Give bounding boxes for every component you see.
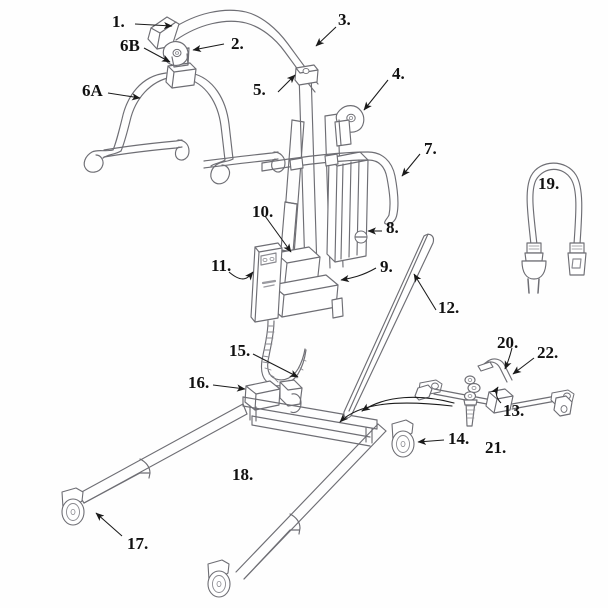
- callout-17: 17.: [127, 534, 149, 553]
- callout-15: 15.: [229, 341, 251, 360]
- bolt-washer-nut-hardware-kit: [463, 375, 481, 427]
- callout-9: 9.: [380, 257, 393, 276]
- callout-6a: 6A: [82, 81, 103, 100]
- callout-5: 5.: [253, 80, 266, 99]
- callout-14: 14.: [448, 429, 470, 448]
- callout-20: 20.: [497, 333, 519, 352]
- callout-1: 1.: [112, 12, 125, 31]
- callout-18: 18.: [232, 465, 254, 484]
- callout-16: 16.: [188, 373, 210, 392]
- callout-10: 10.: [252, 202, 274, 221]
- rear-caster-wheel: [391, 419, 415, 458]
- leg-spreader-linkage-arm: [414, 358, 575, 417]
- callout-2: 2.: [231, 34, 244, 53]
- callout-11: 11.: [211, 256, 232, 275]
- leader-lines: [95, 21, 535, 537]
- callout-4: 4.: [392, 64, 405, 83]
- spreader-bar-cradle: [83, 47, 286, 185]
- callout-13: 13.: [503, 401, 525, 420]
- base-frame-legs: [77, 379, 387, 580]
- power-supply-cord: [521, 162, 587, 294]
- mast-column: [294, 64, 369, 271]
- push-handle-bar: [261, 151, 399, 225]
- callout-7: 7.: [424, 139, 437, 158]
- callout-3: 3.: [338, 10, 351, 29]
- callout-22: 22.: [537, 343, 559, 362]
- callout-6b: 6B: [120, 36, 140, 55]
- hand-control-pendant: [250, 242, 283, 323]
- hand-control-coiled-cable: [260, 320, 307, 387]
- callout-8: 8.: [386, 218, 399, 237]
- front-caster-wheel: [61, 487, 85, 526]
- callout-21: 21.: [485, 438, 507, 457]
- callout-12: 12.: [438, 298, 460, 317]
- callout-19: 19.: [538, 174, 560, 193]
- rear-left-caster-wheel: [207, 559, 231, 598]
